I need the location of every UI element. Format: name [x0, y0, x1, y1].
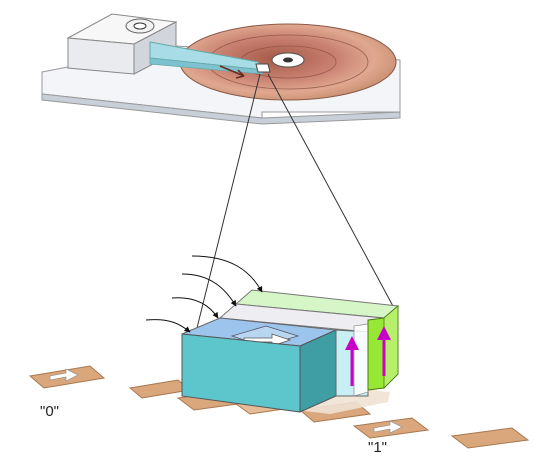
domain-tile: [450, 427, 530, 449]
pole-piece-lime-side: [383, 305, 399, 389]
rotation-arrow: [219, 65, 245, 79]
callout-line-3: [171, 297, 219, 319]
pivot-inner-ring: [133, 22, 147, 30]
zoom-line-left: [195, 73, 261, 333]
actuator-arm-lower: [149, 57, 265, 75]
domain-arrow-zero: [49, 368, 79, 382]
pole-piece-cyan-side: [353, 323, 369, 397]
callout-line-4: [145, 319, 191, 333]
actuator-block-front: [67, 37, 135, 75]
hard-drive-illustration: [41, 13, 401, 125]
magnetization-arrow-up-1: [345, 336, 359, 386]
callout-lines: [145, 255, 263, 333]
base-plate-edge: [41, 93, 401, 125]
head-closeup: [180, 289, 400, 414]
magnetization-arrow-up-2: [377, 326, 391, 376]
read-write-head: [255, 63, 271, 73]
callout-line-2: [181, 273, 237, 307]
zoom-lines: [195, 73, 395, 333]
zoom-line-right: [267, 73, 395, 309]
domain-tile: [128, 379, 192, 399]
spindle-hole: [283, 57, 293, 63]
domain-arrow-one: [373, 420, 403, 434]
bit-label-zero: "0": [40, 403, 59, 420]
callout-line-1: [191, 255, 263, 293]
bit-label-one: "1": [368, 439, 387, 456]
